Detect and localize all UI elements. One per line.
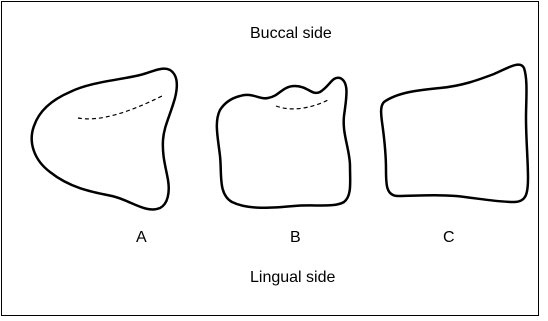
- shape-c-label: C: [443, 230, 455, 246]
- buccal-side-label: Buccal side: [250, 26, 332, 42]
- shape-a-label: A: [136, 230, 147, 246]
- tooth-outline-c: [381, 65, 528, 202]
- dashed-line-a: [78, 96, 162, 119]
- shape-b-label: B: [290, 230, 301, 246]
- dashed-line-b: [276, 100, 328, 109]
- lingual-side-label: Lingual side: [250, 270, 335, 286]
- tooth-outline-b: [217, 78, 350, 208]
- tooth-outline-a: [32, 69, 177, 210]
